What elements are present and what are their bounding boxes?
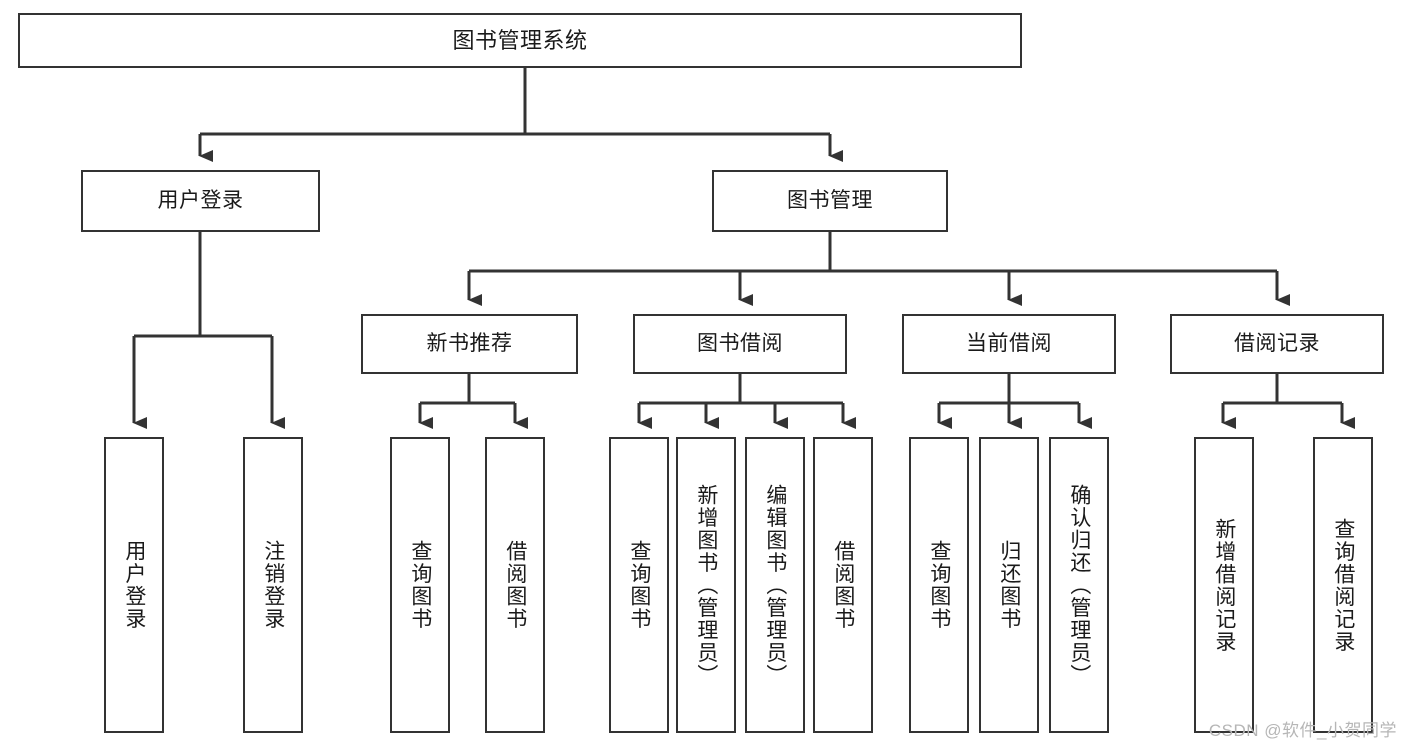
node-label: 新增借阅记录 [1212, 517, 1236, 653]
leaf-query-books-borrowing[interactable]: 查询图书 [609, 437, 669, 733]
leaf-user-login[interactable]: 用户登录 [104, 437, 164, 733]
node-label: 图书管理 [787, 188, 873, 212]
node-label: 归还图书 [997, 540, 1021, 630]
node-label: 查询图书 [627, 540, 651, 630]
node-label: 借阅图书 [503, 540, 527, 630]
node-label: 查询借阅记录 [1331, 517, 1355, 653]
node-label: 查询图书 [408, 540, 432, 630]
leaf-logout[interactable]: 注销登录 [243, 437, 303, 733]
watermark-text: CSDN @软件_小贺同学 [1208, 721, 1397, 740]
node-borrowing-records[interactable]: 借阅记录 [1170, 314, 1384, 374]
node-label: 新书推荐 [426, 331, 513, 355]
node-label: 借阅图书 [831, 540, 855, 630]
leaf-add-book-admin[interactable]: 新增图书（管理员） [676, 437, 736, 733]
leaf-return-books[interactable]: 归还图书 [979, 437, 1039, 733]
node-label: 图书管理系统 [452, 27, 588, 53]
leaf-edit-book-admin[interactable]: 编辑图书（管理员） [745, 437, 805, 733]
node-user-login[interactable]: 用户登录 [81, 170, 320, 232]
leaf-borrow-books-borrowing[interactable]: 借阅图书 [813, 437, 873, 733]
node-label: 当前借阅 [966, 331, 1052, 355]
leaf-borrow-books-recommendation[interactable]: 借阅图书 [485, 437, 545, 733]
node-label: 新增图书（管理员） [694, 483, 718, 687]
node-label: 用户登录 [122, 540, 146, 630]
node-book-management[interactable]: 图书管理 [712, 170, 948, 232]
node-root-system[interactable]: 图书管理系统 [18, 13, 1022, 68]
node-label: 确认归还（管理员） [1067, 483, 1091, 687]
leaf-confirm-return-admin[interactable]: 确认归还（管理员） [1049, 437, 1109, 733]
node-label: 编辑图书（管理员） [763, 483, 787, 687]
leaf-query-books-current[interactable]: 查询图书 [909, 437, 969, 733]
leaf-query-borrowing-record[interactable]: 查询借阅记录 [1313, 437, 1373, 733]
node-book-borrowing[interactable]: 图书借阅 [633, 314, 847, 374]
node-label: 查询图书 [927, 540, 951, 630]
node-label: 借阅记录 [1234, 331, 1320, 355]
node-new-book-recommendation[interactable]: 新书推荐 [361, 314, 578, 374]
node-current-borrowing[interactable]: 当前借阅 [902, 314, 1116, 374]
node-label: 用户登录 [157, 188, 244, 212]
node-label: 图书借阅 [697, 331, 783, 355]
leaf-query-books-recommendation[interactable]: 查询图书 [390, 437, 450, 733]
node-label: 注销登录 [261, 540, 285, 630]
leaf-add-borrowing-record[interactable]: 新增借阅记录 [1194, 437, 1254, 733]
